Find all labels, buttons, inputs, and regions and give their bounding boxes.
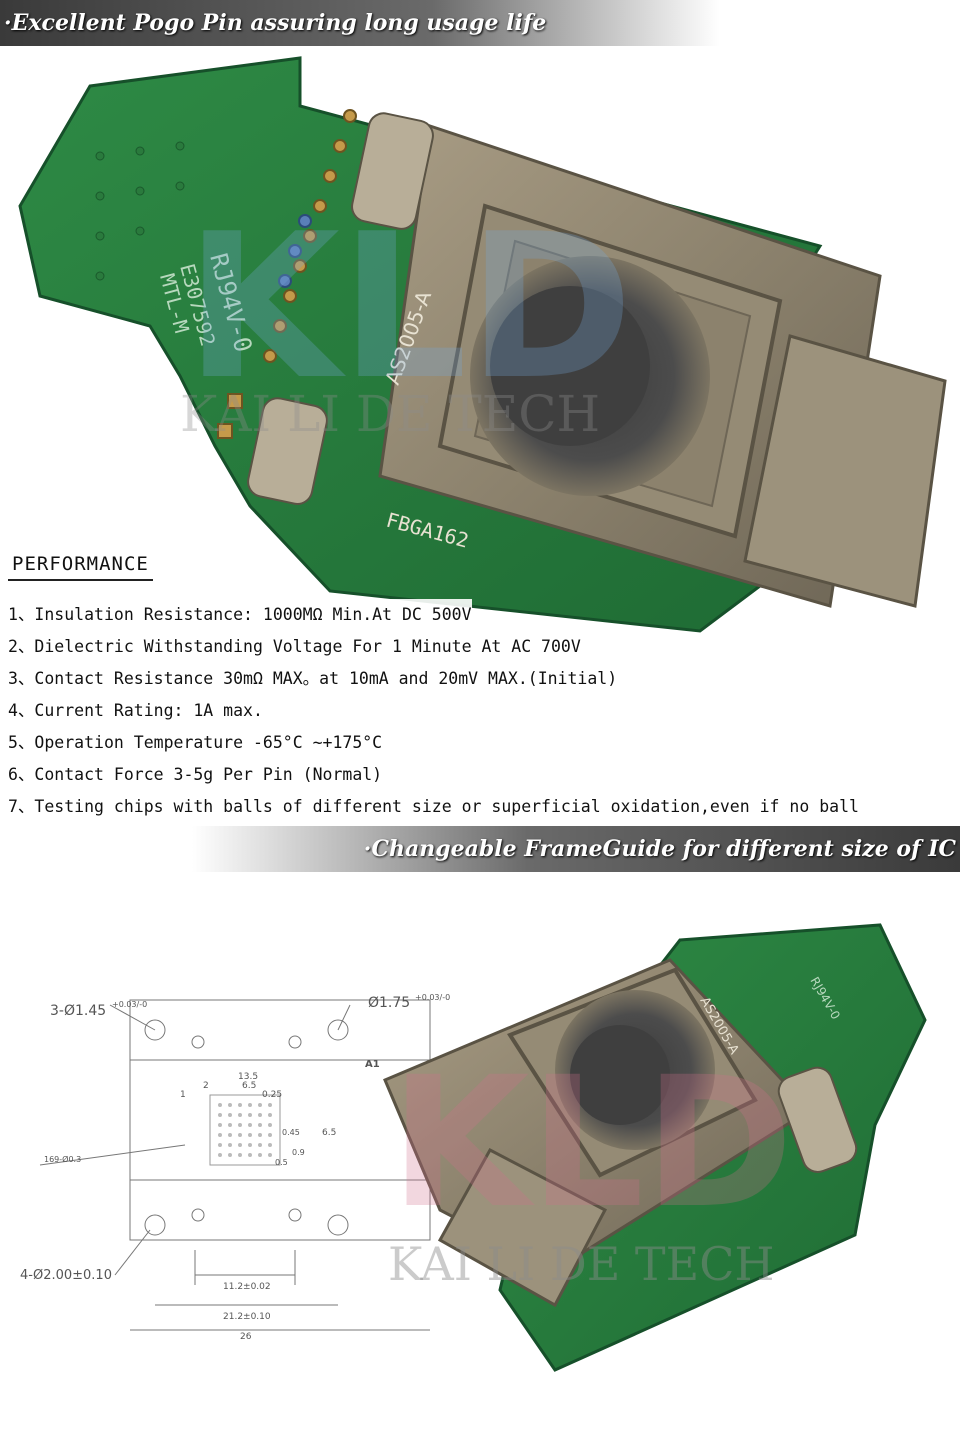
dim-13-5: 13.5 [238,1072,258,1082]
dim-hole-large: 4-Ø2.00±0.10 [20,1268,112,1283]
hinge-top [351,112,434,230]
middle-banner: ·Changeable FrameGuide for different siz… [0,826,960,872]
dim-hole-small-tol: +0.03/-0 [112,1000,147,1009]
dim-hole-top-right-tol: +0.03/-0 [415,993,450,1002]
performance-item: 1、Insulation Resistance: 1000MΩ Min.At D… [8,599,472,631]
socket-photo-top: RJ94V-0 E307592 MTL-M AS2005-A FBGA162 K… [18,56,947,633]
performance-item: 3、Contact Resistance 30mΩ MAX。at 10mA an… [8,663,618,695]
dim-11-2: 11.2±0.02 [223,1282,271,1292]
dim-0-25: 0.25 [262,1090,282,1100]
watermark-logo: KLD [185,191,633,424]
socket-photo-bottom: AS2005-A RJ94V-0 KLD KAI LI DE TECH [383,923,927,1372]
dim-hole-small: 3-Ø1.45 [50,1003,106,1019]
blue-pads [278,214,312,288]
performance-list: 1、Insulation Resistance: 1000MΩ Min.At D… [8,599,948,823]
socket-latch [743,334,947,608]
dim-balls: 169-Ø0.3 [44,1154,81,1164]
pcb-via-rows [95,141,185,281]
dim-hole-top-right: Ø1.75 [368,995,410,1011]
hinge-bottom-right [777,1066,858,1173]
watermark-logo-bottom: KLD [390,1039,794,1248]
watermark-text: KAI LI DE TECH [180,385,600,443]
dim-0-5: 0.5 [275,1158,288,1167]
dim-0-45: 0.45 [282,1128,300,1137]
socket-latch-bottom [437,1147,608,1308]
dim-6-5: 6.5 [242,1081,256,1091]
performance-item: 7、Testing chips with balls of different … [8,791,859,823]
dim-26: 26 [240,1332,252,1342]
watermark-text-bottom: KAI LI DE TECH [388,1237,775,1291]
gold-pads [217,109,357,439]
performance-item: 4、Current Rating: 1A max. [8,695,263,727]
technical-drawing: 3-Ø1.45 +0.03/-0 Ø1.75 +0.03/-0 A1 13.5 … [20,993,450,1342]
performance-item: 6、Contact Force 3-5g Per Pin (Normal) [8,759,383,791]
dim-0-9: 0.9 [292,1148,305,1157]
dim-1: 1 [180,1090,186,1100]
performance-title: PERFORMANCE [8,553,153,581]
performance-section: PERFORMANCE 1、Insulation Resistance: 100… [8,553,948,823]
hinge-bottom [247,397,328,505]
top-banner-text: ·Excellent Pogo Pin assuring long usage … [4,10,547,36]
dim-6-5-v: 6.5 [322,1128,336,1138]
middle-banner-text: ·Changeable FrameGuide for different siz… [363,836,956,862]
performance-item: 5、Operation Temperature -65°C ~+175°C [8,727,383,759]
dim-2: 2 [203,1081,209,1091]
top-banner: ·Excellent Pogo Pin assuring long usage … [0,0,960,46]
dim-21-2: 21.2±0.10 [223,1312,271,1322]
marker-a1: A1 [365,1059,380,1070]
performance-item: 2、Dielectric Withstanding Voltage For 1 … [8,631,581,663]
